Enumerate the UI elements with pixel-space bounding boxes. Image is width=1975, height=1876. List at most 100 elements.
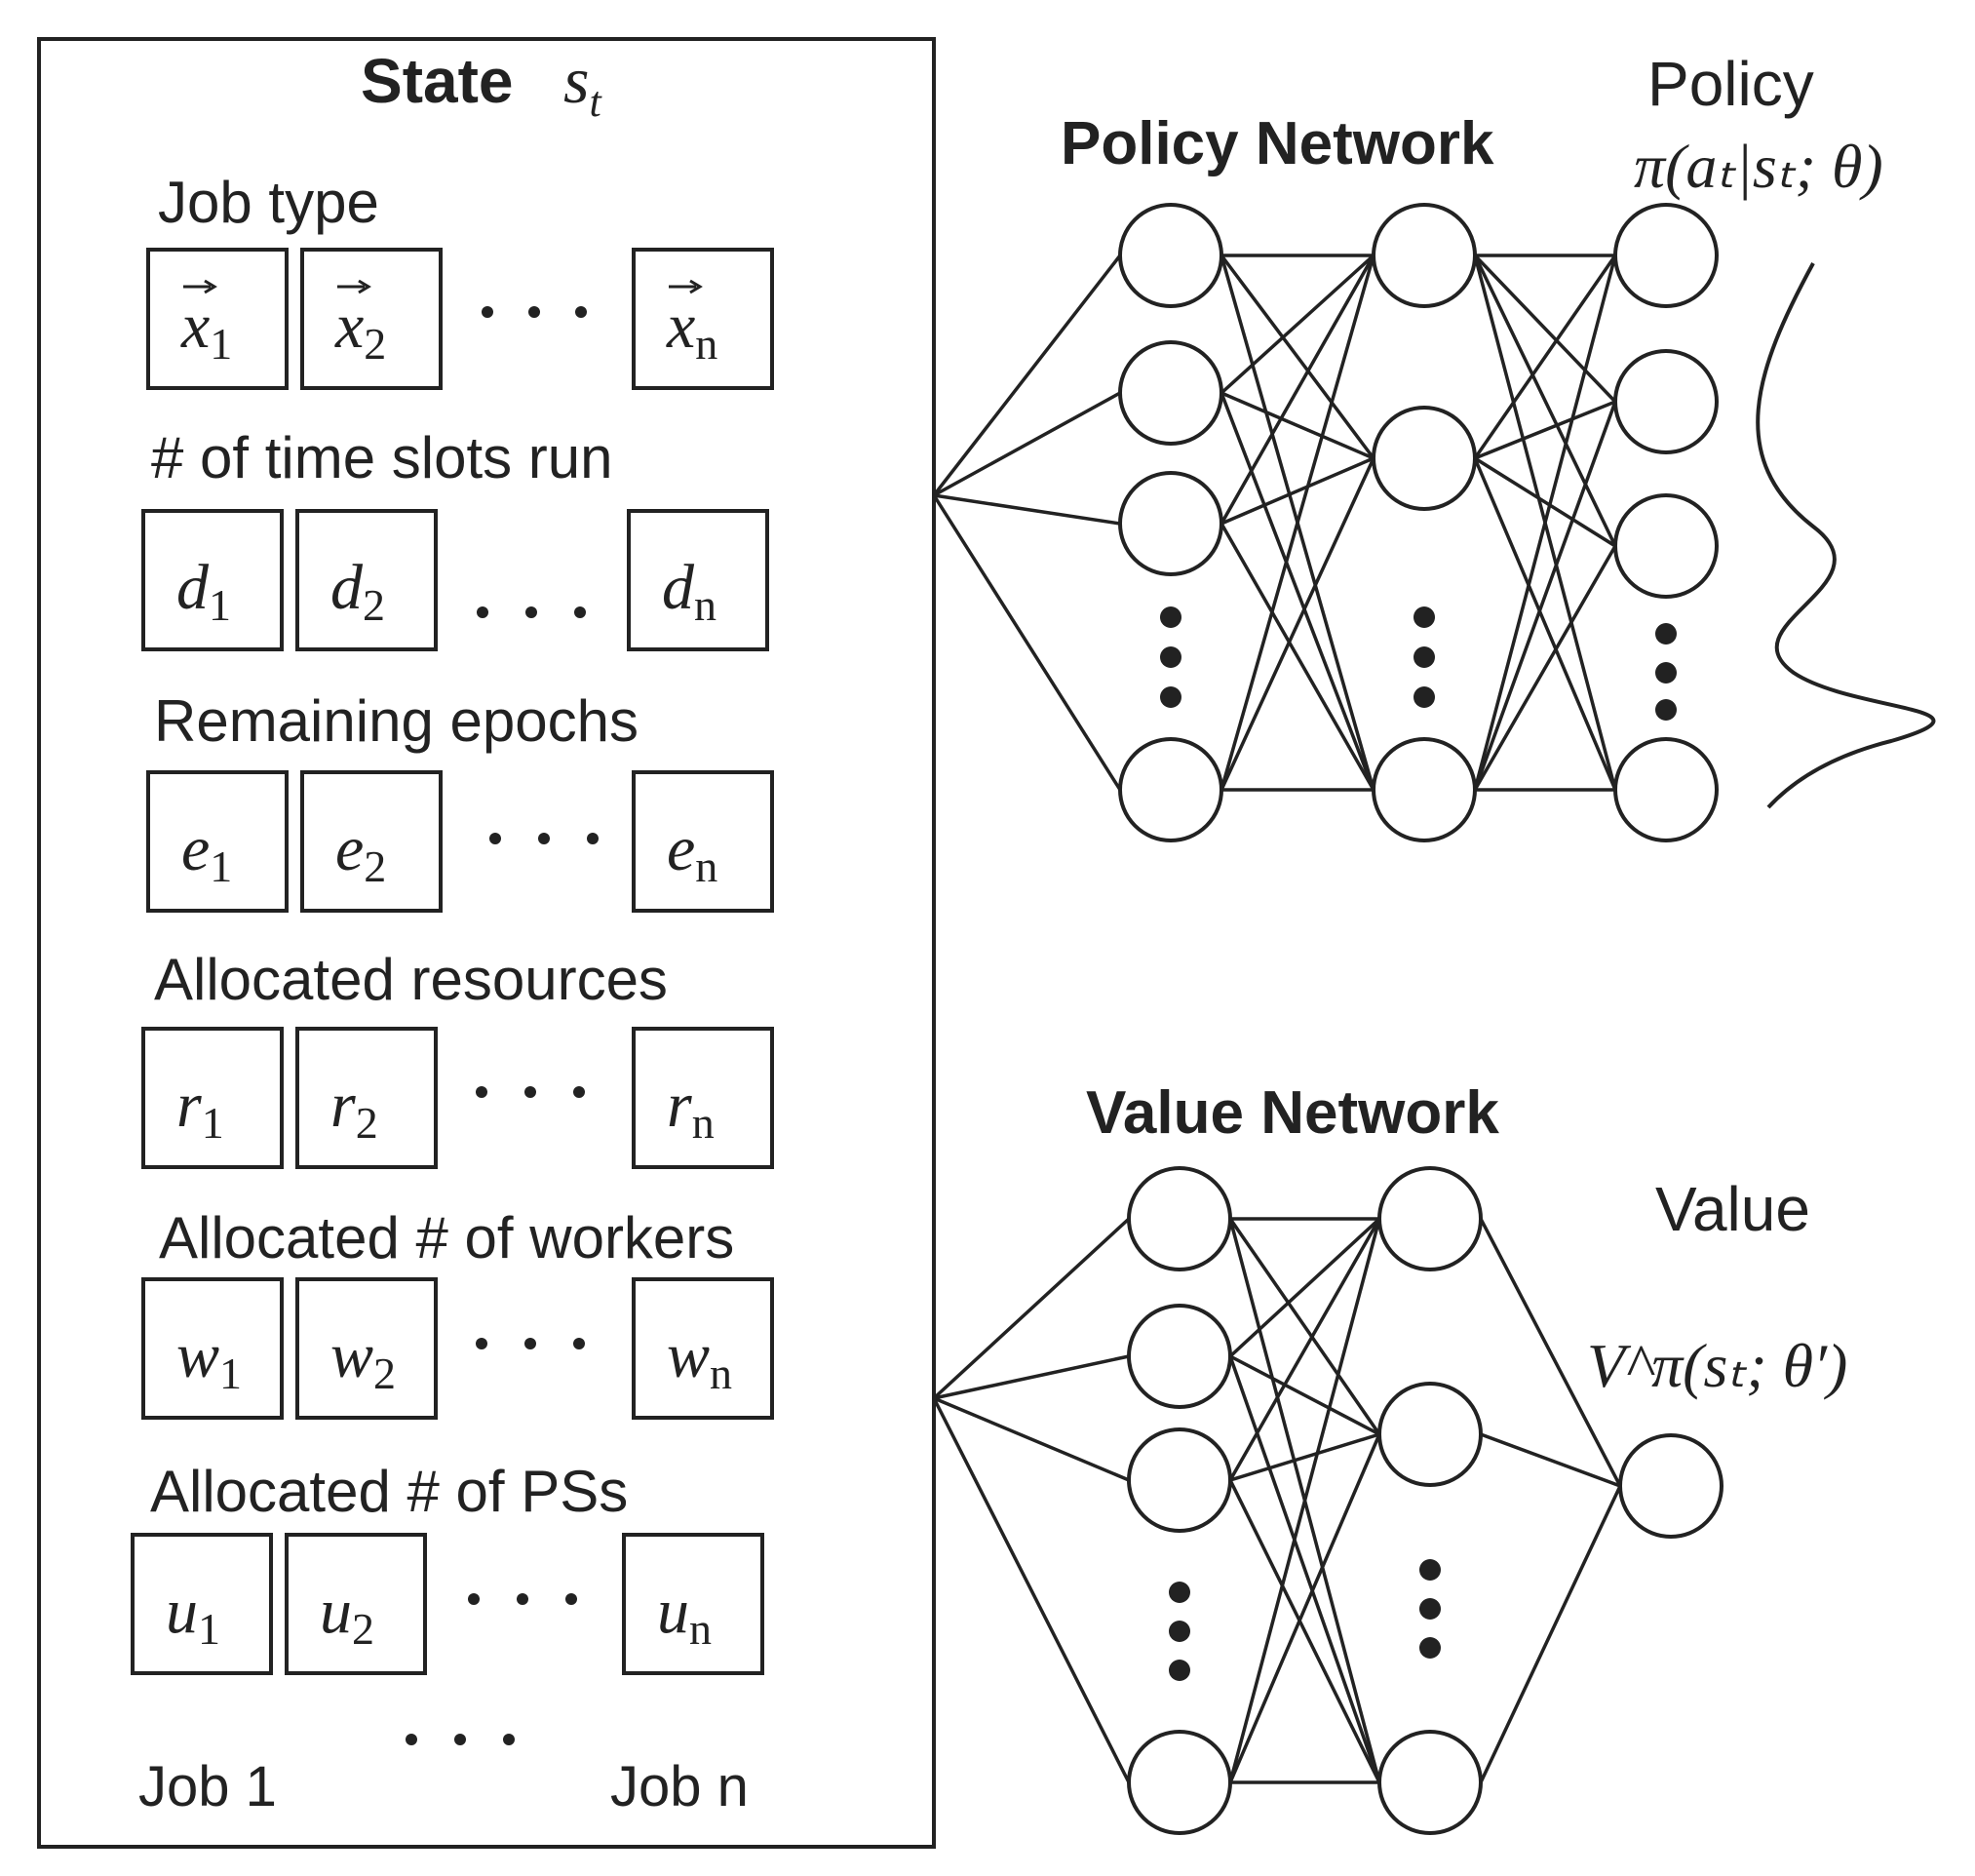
state-ellipsis-dot (468, 1593, 480, 1605)
state-ellipsis-dot (477, 606, 488, 618)
state-cell-box (285, 1533, 427, 1675)
state-ellipsis-dot (573, 1086, 585, 1098)
state-cell-box (141, 1027, 284, 1169)
state-ellipsis-dot (575, 306, 587, 318)
policy-edge (1474, 456, 1616, 548)
value-edge (1228, 1218, 1381, 1435)
vector-arrowhead (358, 279, 371, 294)
policy-edge (1220, 254, 1375, 791)
state-cell-box (632, 770, 774, 913)
value-node (1377, 1382, 1483, 1487)
state-ellipsis-dot (482, 306, 493, 318)
policy-node (1613, 493, 1719, 599)
state-cell-symbol: dn (662, 552, 716, 630)
policy-node (1118, 340, 1223, 446)
policy-ellipsis-dot (1655, 699, 1677, 721)
state-ellipsis-dot (524, 1086, 536, 1098)
value-ellipsis-dot (1419, 1637, 1441, 1659)
policy-edge (1473, 545, 1617, 791)
value-ellipsis-dot (1169, 1582, 1190, 1603)
state-cell-box (300, 770, 443, 913)
policy-network-title: Policy Network (1061, 110, 1494, 177)
jobs-ellipsis-dot (406, 1734, 417, 1745)
state-cell-symbol: e2 (335, 813, 386, 891)
value-edge (1229, 1432, 1380, 1482)
value-edge (1228, 1433, 1381, 1783)
policy-ellipsis-dot (1160, 646, 1181, 668)
state-ellipsis-dot (476, 1086, 487, 1098)
state-ellipsis-dot (525, 606, 537, 618)
policy-edge (1473, 401, 1617, 791)
state-symbol: st (563, 43, 602, 126)
value-ellipsis-dot (1419, 1559, 1441, 1581)
state-cell-box (295, 1027, 438, 1169)
state-ellipsis-dot (476, 1338, 487, 1349)
policy-ellipsis-dot (1160, 606, 1181, 628)
value-edge (1229, 1354, 1380, 1436)
policy-edge (1220, 254, 1375, 395)
value-edge (1228, 1479, 1381, 1783)
state-cell-box (632, 1277, 774, 1420)
policy-output-formula: π(aₜ|sₜ; θ) (1634, 132, 1883, 201)
state-cell-symbol: r2 (330, 1070, 378, 1148)
value-edge (1228, 1218, 1381, 1783)
state-panel-border (37, 37, 936, 1849)
state-cell-box (295, 1277, 438, 1420)
state-ellipsis-dot (573, 1338, 585, 1349)
value-network-title: Value Network (1086, 1079, 1499, 1147)
policy-node (1613, 203, 1719, 308)
policy-node (1118, 471, 1223, 576)
policy-node (1613, 737, 1719, 842)
state-group-label: Job type (158, 170, 379, 235)
state-group-label: # of time slots run (151, 425, 613, 490)
state-cell-box (146, 248, 289, 390)
value-node (1127, 1427, 1232, 1533)
value-node (1127, 1304, 1232, 1409)
state-group-label: Remaining epochs (154, 688, 639, 754)
state-cell-symbol: xn (666, 291, 717, 369)
value-edge (1228, 1217, 1381, 1358)
state-cell-symbol: un (657, 1576, 712, 1654)
state-ellipsis-dot (565, 1593, 577, 1605)
policy-node (1118, 203, 1223, 308)
policy-edge (1220, 457, 1375, 791)
policy-node (1372, 203, 1477, 308)
value-edge (1480, 1432, 1621, 1488)
state-ellipsis-dot (517, 1593, 528, 1605)
state-cell-symbol: u1 (166, 1576, 220, 1654)
policy-input-edge (932, 254, 1122, 497)
state-group-label: Allocated resources (154, 947, 668, 1012)
policy-edge (1473, 254, 1617, 459)
value-input-edge (933, 1396, 1130, 1482)
policy-edge (1474, 400, 1616, 460)
value-ellipsis-dot (1169, 1621, 1190, 1642)
value-input-edge (932, 1397, 1131, 1783)
state-cell-symbol: w2 (330, 1320, 396, 1398)
state-cell-box (295, 509, 438, 651)
value-node (1618, 1433, 1723, 1539)
state-ellipsis-dot (524, 1338, 536, 1349)
value-edge (1479, 1485, 1622, 1783)
policy-edge (1473, 254, 1617, 404)
vector-arrowhead (689, 279, 703, 294)
policy-edge (1473, 254, 1617, 547)
state-cell-box (146, 770, 289, 913)
state-cell-box (300, 248, 443, 390)
policy-network-nodes (1118, 203, 1719, 842)
value-edge (1228, 1218, 1381, 1481)
state-cell-box (622, 1533, 764, 1675)
value-edge (1479, 1218, 1622, 1487)
state-cell-symbol: u2 (320, 1576, 374, 1654)
state-ellipsis-dot (587, 833, 599, 844)
policy-edge (1220, 254, 1375, 460)
policy-ellipsis-dot (1413, 606, 1435, 628)
policy-distribution-curve (1756, 262, 1936, 809)
policy-edge (1220, 254, 1375, 525)
state-cell-box (141, 1277, 284, 1420)
